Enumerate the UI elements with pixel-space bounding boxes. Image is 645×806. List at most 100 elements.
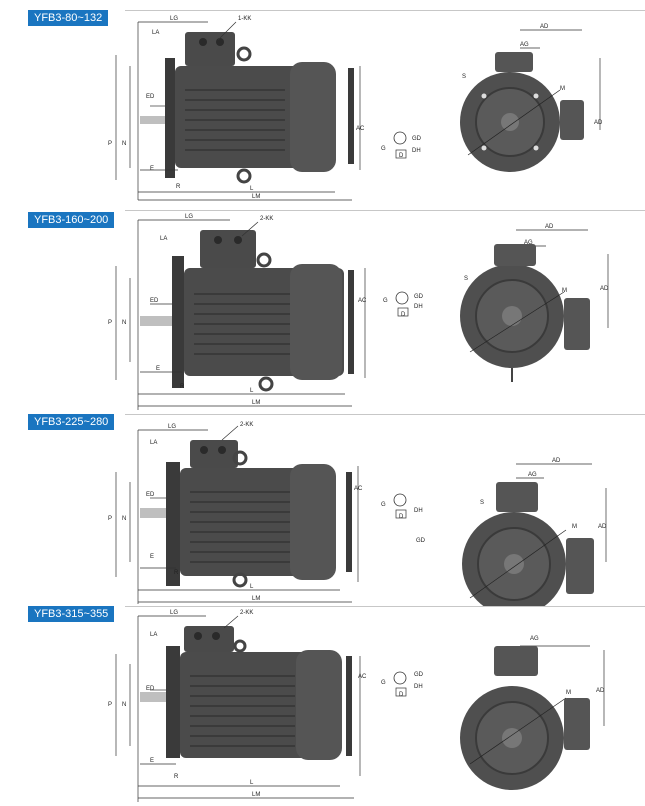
panel-yfb3-225-280: YFB3-225~280 — [0, 412, 645, 606]
dim-ed: ED — [150, 298, 159, 304]
front-view-motor — [460, 244, 590, 382]
dim-d: D — [399, 514, 404, 520]
dim-lg: LG — [170, 16, 178, 22]
panel-yfb3-80-132: YFB3-80~132 — [0, 0, 645, 206]
dimension-lines — [115, 425, 607, 604]
dim-r: R — [174, 774, 179, 780]
dim-ed: ED — [146, 94, 155, 100]
separator-line — [125, 210, 645, 211]
panel-yfb3-315-355: YFB3-315~355 — [0, 606, 645, 806]
dim-dh: DH — [414, 684, 423, 690]
dimension-lines — [115, 21, 601, 201]
dim-dh: DH — [414, 304, 423, 310]
dim-ac: AC — [358, 298, 367, 304]
dim-r: R — [180, 384, 185, 390]
motor-drawing: LG 2-KK LA ED E R L LM P N AC G D GD DH … — [108, 214, 609, 410]
front-view-motor — [460, 52, 584, 172]
lifting-eye — [236, 46, 252, 62]
side-view-motor — [140, 230, 354, 392]
shaft-key-detail: G D GD DH — [383, 291, 424, 318]
dim-ad: AD — [552, 458, 561, 464]
dim-ad: AD — [545, 224, 554, 230]
dim-p: P — [108, 702, 112, 708]
dim-la: LA — [152, 30, 159, 36]
flange — [165, 58, 175, 178]
dim-g: G — [381, 680, 386, 686]
front-view-motor — [462, 482, 594, 606]
dim-p: P — [108, 516, 112, 522]
dimension-lines — [115, 615, 605, 802]
motor-drawing: LG 2-KK LA ED E R L LM P N AC G D GD DH … — [108, 422, 607, 606]
dim-la: LA — [150, 440, 157, 446]
terminal-box-code: 2-KK — [260, 216, 273, 222]
dim-lg: LG — [170, 610, 178, 616]
dim-d: D — [399, 692, 404, 698]
frame-label: YFB3-80~132 — [28, 10, 109, 26]
dim-s: S — [480, 500, 484, 506]
shaft-key-detail: G D GD DH — [381, 131, 422, 159]
dim-ad: AD — [540, 24, 549, 30]
dim-lm: LM — [252, 596, 260, 602]
dim-dh: DH — [414, 508, 423, 514]
dim-gd: GD — [416, 538, 426, 544]
terminal-box-code: 2-KK — [240, 610, 253, 616]
dim-s: S — [462, 74, 466, 80]
dim-ad-v: AD — [594, 120, 603, 126]
dim-s: S — [464, 276, 468, 282]
dim-l: L — [250, 780, 254, 786]
dim-e: E — [150, 554, 154, 560]
dim-ag: AG — [528, 472, 537, 478]
dim-ed: ED — [146, 686, 155, 692]
dim-m: M — [560, 86, 565, 92]
dim-p: P — [108, 141, 112, 147]
motor-drawing: LG 2-KK LA ED E R L LM P N AC G D GD DH … — [108, 610, 605, 802]
dim-gd: GD — [414, 294, 424, 300]
dim-e: E — [150, 758, 154, 764]
separator-line — [125, 10, 645, 11]
dim-l: L — [250, 584, 254, 590]
motor-drawing: LG 1-KK LA ED E R L LM P N AC G D GD DH — [108, 16, 603, 201]
dim-n: N — [122, 702, 126, 708]
dim-e: E — [156, 366, 160, 372]
dim-lg: LG — [168, 424, 176, 430]
dim-la: LA — [150, 632, 157, 638]
dim-ac: AC — [358, 674, 367, 680]
dim-ac: AC — [354, 486, 363, 492]
separator-line — [125, 606, 645, 607]
dim-ad-v: AD — [600, 286, 609, 292]
dim-n: N — [122, 141, 126, 147]
dim-m: M — [566, 690, 571, 696]
dim-l: L — [250, 388, 254, 394]
dimension-lines — [115, 219, 609, 410]
side-view-motor — [140, 440, 352, 588]
dim-g: G — [381, 502, 386, 508]
dim-e: E — [150, 166, 154, 172]
dim-ad-v: AD — [596, 688, 605, 694]
frame-label: YFB3-225~280 — [28, 414, 115, 430]
dim-ag: AG — [530, 636, 539, 642]
dim-ed: ED — [146, 492, 155, 498]
dim-lm: LM — [252, 194, 260, 200]
terminal-box-code: 1-KK — [238, 16, 251, 22]
front-view-motor — [460, 646, 590, 790]
terminal-box-code: 2-KK — [240, 422, 253, 428]
dim-g: G — [383, 298, 388, 304]
dim-gd: GD — [414, 672, 424, 678]
dim-p: P — [108, 320, 112, 326]
dim-d: D — [399, 153, 404, 159]
dim-dh: DH — [412, 148, 421, 154]
dim-m: M — [572, 524, 577, 530]
shaft — [140, 116, 170, 124]
terminal-box — [185, 32, 235, 66]
dim-lm: LM — [252, 400, 260, 406]
dim-l: L — [250, 186, 254, 192]
dim-g: G — [381, 146, 386, 152]
side-view-motor — [140, 626, 352, 760]
dim-n: N — [122, 516, 126, 522]
dim-d: D — [401, 312, 406, 318]
fan-cover — [290, 62, 336, 172]
dim-la: LA — [160, 236, 167, 242]
separator-line — [125, 414, 645, 415]
dim-lg: LG — [185, 214, 193, 220]
dim-ac: AC — [356, 126, 365, 132]
